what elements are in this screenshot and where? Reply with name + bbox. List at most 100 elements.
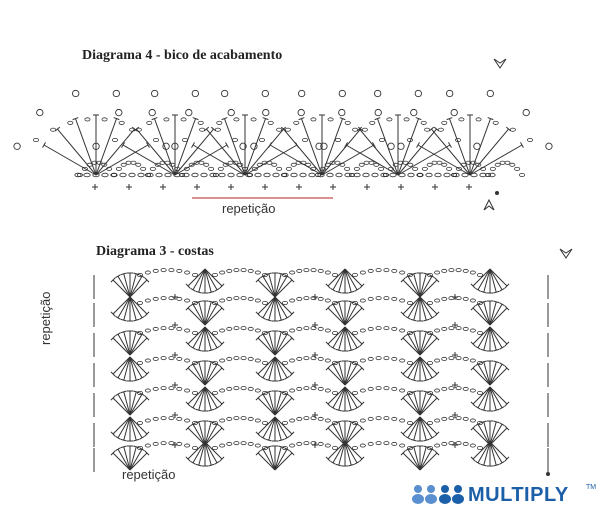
chain-stitch [359, 358, 366, 363]
stitch-top-bar [475, 345, 481, 350]
picot-symbol [115, 108, 123, 117]
chain-stitch [441, 162, 448, 167]
double-crochet-stitch [198, 441, 206, 466]
chain-stitch [217, 166, 224, 171]
stitch-top-bar [195, 348, 202, 352]
double-crochet-stitch [198, 386, 206, 411]
stitch-top-bar [208, 360, 215, 364]
stitch-top-bar [219, 401, 225, 407]
base-chain-stitch [83, 172, 91, 178]
double-crochet-stitch [244, 128, 284, 176]
double-crochet-stitch [419, 416, 433, 439]
chain-stitch [191, 272, 198, 277]
stitch-top-bar [133, 318, 140, 322]
chain-stitch [455, 386, 462, 391]
stitch-top-bar [268, 142, 272, 148]
stitch-top-bar [330, 287, 336, 292]
chain-stitch [136, 420, 143, 425]
chain-stitch [160, 386, 167, 391]
double-crochet-stitch [283, 128, 323, 176]
stitch-top-bar [499, 302, 505, 307]
chain-stitch [136, 360, 143, 365]
double-crochet-stitch [449, 118, 471, 176]
double-crochet-stitch [117, 275, 131, 298]
stitch-top-bar [219, 365, 225, 371]
chain-stitch [406, 300, 413, 305]
picot-symbol [13, 142, 21, 150]
chain-stitch [285, 166, 292, 171]
double-crochet-stitch [327, 307, 346, 326]
stitch-top-bar [190, 405, 196, 410]
double-crochet-stitch [489, 423, 503, 446]
chain-stitch [118, 120, 125, 125]
stitch-top-bar [475, 405, 481, 410]
chain-stitch [351, 300, 358, 305]
chain-stitch [476, 445, 483, 450]
stitch-top-bar [214, 422, 220, 427]
double-crochet-stitch [344, 303, 358, 326]
double-crochet-stitch [204, 386, 223, 405]
chain-stitch [399, 358, 406, 363]
double-crochet-stitch [129, 446, 137, 471]
chain-stitch [247, 386, 254, 391]
picot-symbol [450, 108, 458, 117]
double-crochet-stitch [327, 326, 346, 345]
chain-stitch [455, 296, 462, 301]
double-crochet-stitch [112, 397, 131, 416]
chain-stitch [317, 356, 324, 361]
stitch-top-bar [265, 438, 272, 442]
chain-stitch [476, 330, 483, 335]
chain-stitch [146, 120, 153, 125]
double-crochet-stitch [268, 331, 276, 356]
stitch-top-bar [423, 378, 430, 382]
chain-stitch [226, 356, 233, 361]
chain-stitch [383, 441, 390, 446]
chain-stitch [448, 441, 455, 446]
base-chain-stitch [371, 172, 379, 178]
chain-stitch [375, 326, 382, 331]
chain-stitch [359, 443, 366, 448]
stitch-top-bar [434, 395, 440, 401]
chain-stitch [246, 172, 253, 177]
chain-stitch [462, 386, 469, 391]
double-crochet-stitch [117, 296, 131, 319]
chain-stitch [441, 326, 448, 331]
stitch-top-bar [405, 392, 411, 397]
chain-stitch [462, 441, 469, 446]
stitch-top-bar [260, 315, 266, 320]
stitch-top-bar [423, 272, 430, 276]
double-crochet-stitch [477, 441, 491, 464]
double-crochet-stitch [57, 128, 97, 176]
stitch-top-bar [448, 142, 452, 148]
double-crochet-stitch [344, 421, 352, 446]
chain-stitch [50, 127, 57, 132]
chain-stitch [240, 296, 247, 301]
double-crochet-stitch [419, 356, 433, 379]
chain-stitch [437, 127, 444, 132]
stitch-top-bar [278, 438, 285, 442]
stitch-top-bar [475, 287, 481, 292]
chain-stitch [303, 296, 310, 301]
double-crochet-stitch [117, 333, 131, 356]
double-crochet-stitch [469, 118, 491, 176]
picot-symbol [262, 108, 270, 117]
stitch-top-bar [265, 445, 272, 449]
double-crochet-stitch [489, 303, 503, 326]
stitch-top-bar [190, 345, 196, 350]
stitch-top-bar [330, 405, 336, 410]
chain-stitch [130, 160, 137, 165]
stitch-top-bar [265, 330, 272, 334]
stitch-top-bar [225, 142, 229, 148]
picot-symbol [486, 89, 494, 98]
double-crochet-stitch [489, 441, 508, 460]
double-crochet-stitch [204, 301, 212, 326]
chain-stitch [324, 298, 331, 303]
double-crochet-stitch [402, 356, 421, 375]
chain-stitch [310, 386, 317, 391]
double-crochet-stitch [75, 118, 97, 176]
stitch-top-bar [429, 447, 435, 452]
picot-symbol [221, 89, 229, 98]
stitch-top-bar [121, 142, 125, 148]
base-chain-stitch [434, 172, 442, 178]
base-chain-stitch [227, 172, 235, 178]
